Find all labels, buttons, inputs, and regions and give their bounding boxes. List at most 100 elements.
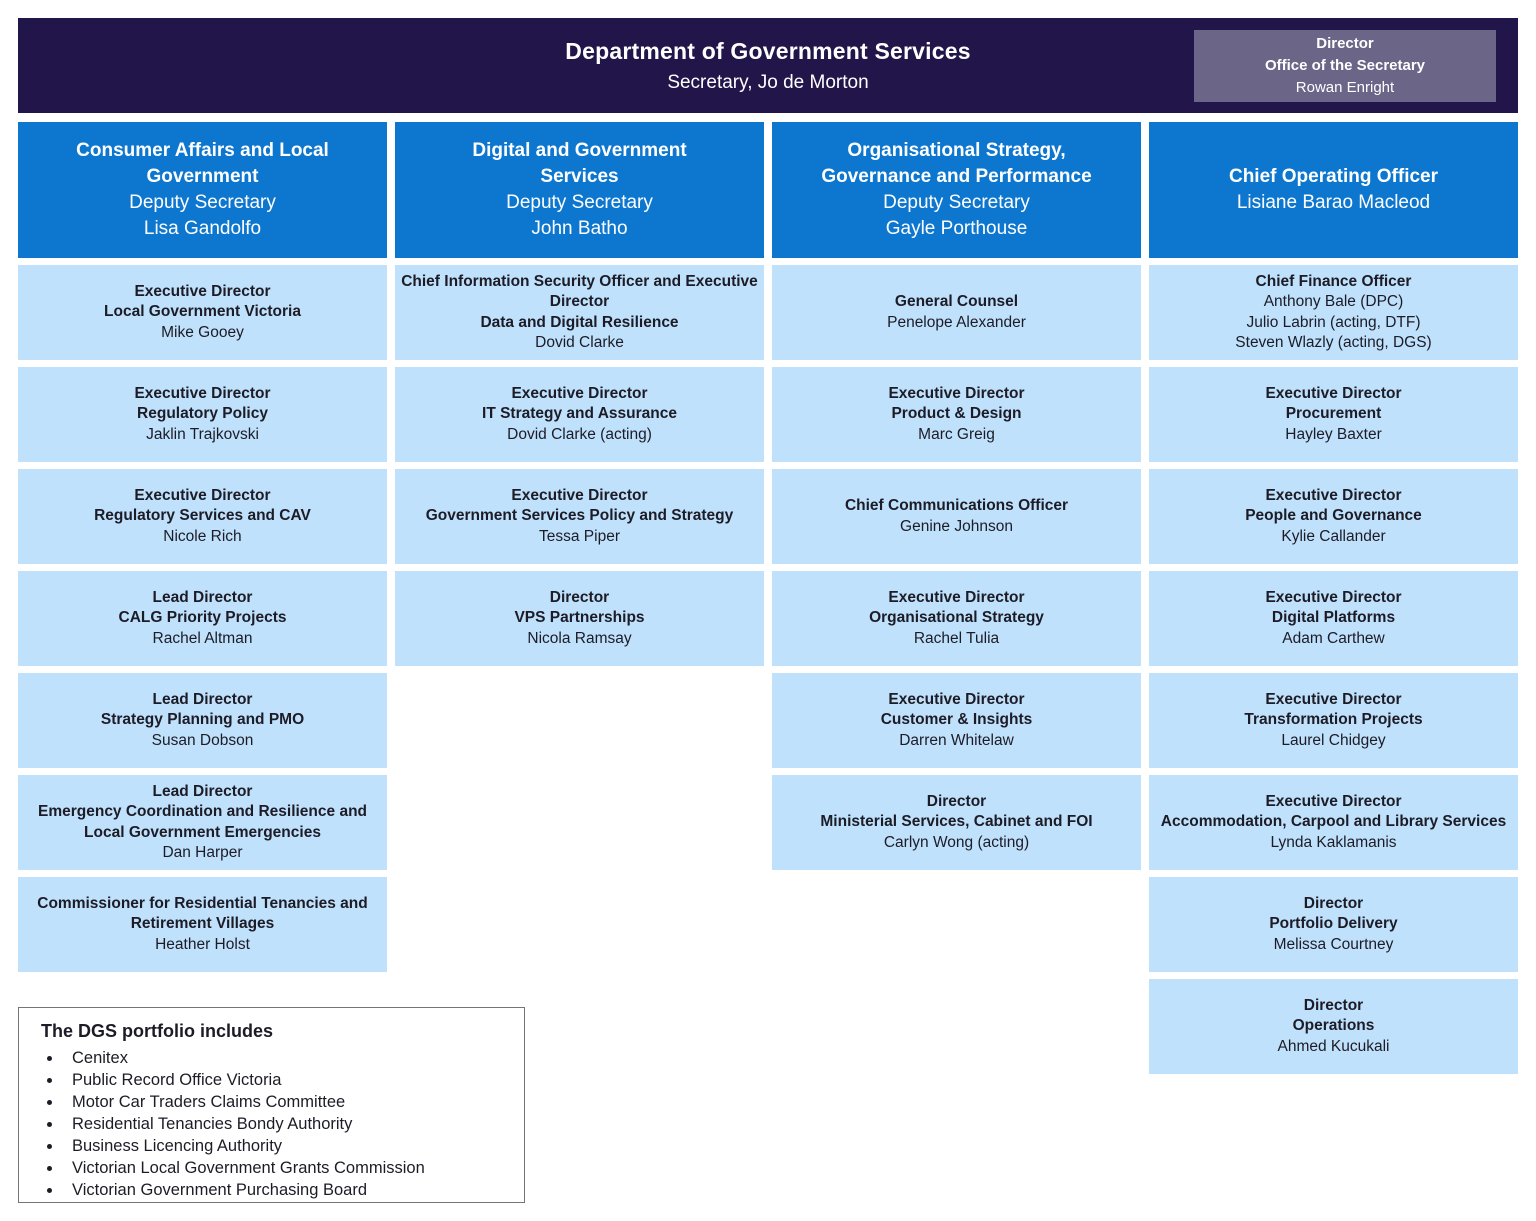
person-name: Ahmed Kucukali (1277, 1037, 1390, 1055)
role-title: Executive Director People and Governance (1245, 486, 1422, 525)
role-title: Commissioner for Residential Tenancies a… (37, 894, 368, 933)
org-box-procurement: Executive Director Procurement Hayley Ba… (1149, 367, 1518, 462)
group-role: Deputy Secretary (506, 192, 653, 213)
portfolio-item: Motor Car Traders Claims Committee (63, 1093, 510, 1112)
person-name: Melissa Courtney (1273, 935, 1394, 953)
org-box-chief-communications-officer: Chief Communications Officer Genine John… (772, 469, 1141, 564)
org-box-ministerial-services-cabinet-foi: Director Ministerial Services, Cabinet a… (772, 775, 1141, 870)
org-box-customer-insights: Executive Director Customer & Insights D… (772, 673, 1141, 768)
person-name: Nicole Rich (163, 527, 242, 545)
office-role: Director (1316, 35, 1374, 53)
secretary-subtitle: Secretary, Jo de Morton (667, 71, 869, 93)
org-box-chief-finance-officer: Chief Finance Officer Anthony Bale (DPC)… (1149, 265, 1518, 360)
org-box-portfolio-delivery: Director Portfolio Delivery Melissa Cour… (1149, 877, 1518, 972)
group-title: Digital and Government Services (472, 139, 687, 187)
org-box-accommodation-carpool-library: Executive Director Accommodation, Carpoo… (1149, 775, 1518, 870)
org-box-digital-platforms: Executive Director Digital Platforms Ada… (1149, 571, 1518, 666)
department-title: Department of Government Services (565, 37, 971, 64)
person-name: Genine Johnson (900, 517, 1013, 535)
role-title: Director Operations (1292, 996, 1375, 1035)
column-header-consumer-affairs: Consumer Affairs and Local Government De… (18, 122, 387, 258)
person-name: Carlyn Wong (acting) (883, 833, 1030, 851)
role-title: Chief Finance Officer (1255, 272, 1412, 290)
office-unit: Office of the Secretary (1264, 57, 1426, 75)
org-box-people-governance: Executive Director People and Governance… (1149, 469, 1518, 564)
person-name: Heather Holst (155, 935, 250, 953)
role-title: Executive Director Organisational Strate… (869, 588, 1044, 627)
person-name: Rachel Tulia (913, 629, 1000, 647)
role-title: Executive Director Digital Platforms (1265, 588, 1402, 627)
person-name: Darren Whitelaw (899, 731, 1014, 749)
person-name: Tessa Piper (539, 527, 620, 545)
person-name: Susan Dobson (151, 731, 254, 749)
person-name: Jaklin Trajkovski (146, 425, 259, 443)
group-lead-name: Lisa Gandolfo (143, 218, 262, 240)
person-name: Dan Harper (162, 843, 243, 861)
person-name: Lynda Kaklamanis (1270, 833, 1397, 851)
role-title: Executive Director Procurement (1265, 384, 1402, 423)
org-box-regulatory-policy: Executive Director Regulatory Policy Jak… (18, 367, 387, 462)
role-title: Executive Director IT Strategy and Assur… (482, 384, 677, 423)
org-box-operations: Director Operations Ahmed Kucukali (1149, 979, 1518, 1074)
group-title: Chief Operating Officer (1228, 165, 1439, 187)
role-title: Executive Director Customer & Insights (880, 690, 1033, 729)
role-title: Director Ministerial Services, Cabinet a… (820, 792, 1093, 831)
person-name: Mike Gooey (161, 323, 244, 341)
office-person-name: Rowan Enright (1295, 78, 1395, 96)
person-name: Hayley Baxter (1285, 425, 1382, 443)
group-title: Organisational Strategy, Governance and … (821, 139, 1092, 187)
org-box-transformation-projects: Executive Director Transformation Projec… (1149, 673, 1518, 768)
person-name: Dovid Clarke (acting) (507, 425, 652, 443)
person-name: Anthony Bale (DPC) Julio Labrin (acting,… (1235, 293, 1432, 351)
column-header-digital-government-services: Digital and Government Services Deputy S… (395, 122, 764, 258)
person-name: Marc Greig (918, 425, 995, 443)
role-title: Executive Director Government Services P… (425, 486, 734, 525)
person-name: Penelope Alexander (887, 313, 1026, 331)
column-header-chief-operating-officer: Chief Operating Officer Lisiane Barao Ma… (1149, 122, 1518, 258)
group-lead-name: Gayle Porthouse (885, 218, 1028, 240)
portfolio-item: Public Record Office Victoria (63, 1071, 510, 1090)
role-title: Executive Director Regulatory Services a… (94, 486, 311, 525)
role-title: Lead Director Strategy Planning and PMO (100, 690, 305, 729)
department-header-bar: Department of Government Services Secret… (18, 18, 1518, 113)
role-title: General Counsel (894, 293, 1019, 311)
group-role: Deputy Secretary (129, 192, 276, 213)
dgs-portfolio-list: Cenitex Public Record Office Victoria Mo… (41, 1049, 510, 1200)
office-of-secretary-box: Director Office of the Secretary Rowan E… (1194, 30, 1496, 102)
org-chart-grid: Consumer Affairs and Local Government De… (18, 122, 1518, 1203)
portfolio-item: Business Licencing Authority (63, 1137, 510, 1156)
role-title: Director Portfolio Delivery (1269, 894, 1398, 933)
org-box-government-services-policy-strategy: Executive Director Government Services P… (395, 469, 764, 564)
org-chart-page: Department of Government Services Secret… (0, 0, 1536, 1092)
portfolio-item: Cenitex (63, 1049, 510, 1068)
group-title: Consumer Affairs and Local Government (76, 139, 329, 187)
column-header-org-strategy-governance: Organisational Strategy, Governance and … (772, 122, 1141, 258)
role-title: Executive Director Accommodation, Carpoo… (1160, 792, 1507, 831)
org-box-product-design: Executive Director Product & Design Marc… (772, 367, 1141, 462)
org-box-organisational-strategy: Executive Director Organisational Strate… (772, 571, 1141, 666)
person-name: Rachel Altman (152, 629, 253, 647)
org-box-emergency-coordination: Lead Director Emergency Coordination and… (18, 775, 387, 870)
role-title: Executive Director Local Government Vict… (104, 282, 301, 321)
person-name: Laurel Chidgey (1281, 731, 1386, 749)
group-lead-name: John Batho (531, 218, 628, 240)
group-lead-name: Lisiane Barao Macleod (1236, 192, 1431, 213)
person-name: Adam Carthew (1282, 629, 1385, 647)
org-box-vps-partnerships: Director VPS Partnerships Nicola Ramsay (395, 571, 764, 666)
dgs-portfolio-box: The DGS portfolio includes Cenitex Publi… (18, 1007, 525, 1203)
person-name: Kylie Callander (1281, 527, 1386, 545)
portfolio-item: Residential Tenancies Bondy Authority (63, 1115, 510, 1134)
org-box-it-strategy-assurance: Executive Director IT Strategy and Assur… (395, 367, 764, 462)
role-title: Lead Director Emergency Coordination and… (37, 782, 368, 841)
org-box-local-government-victoria: Executive Director Local Government Vict… (18, 265, 387, 360)
role-title: Executive Director Regulatory Policy (134, 384, 271, 423)
org-box-regulatory-services-cav: Executive Director Regulatory Services a… (18, 469, 387, 564)
person-name: Dovid Clarke (535, 333, 624, 351)
portfolio-item: Victorian Government Purchasing Board (63, 1181, 510, 1200)
org-box-data-digital-resilience: Chief Information Security Officer and E… (395, 265, 764, 360)
group-role: Deputy Secretary (883, 192, 1030, 213)
person-name: Nicola Ramsay (527, 629, 632, 647)
org-box-commissioner-residential-tenancies: Commissioner for Residential Tenancies a… (18, 877, 387, 972)
role-title: Executive Director Product & Design (888, 384, 1025, 423)
role-title: Executive Director Transformation Projec… (1244, 690, 1423, 729)
